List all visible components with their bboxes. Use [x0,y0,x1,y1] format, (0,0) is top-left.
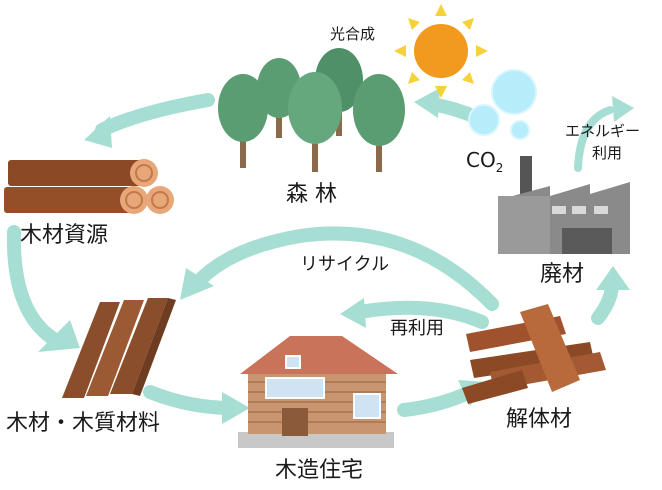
arrowhead-energy [612,96,634,122]
demolition-wood-label: 解体材 [506,407,573,432]
arrow-energy [574,106,614,172]
arrow-recycle [191,226,499,311]
energy-label-line1: エネルギー [565,122,641,140]
co2-subscript: 2 [495,161,504,175]
arrowhead-reuse [340,298,366,328]
sun-icon [394,4,488,98]
arrowhead-house [222,392,250,424]
arrowhead-timber [84,116,112,148]
co2-label: CO2 [466,148,503,174]
timber-resource-label: 木材資源 [20,223,109,248]
arrow-lumber-to-house [143,385,239,415]
arrowhead-waste [596,266,630,290]
wooden-house-icon [238,336,398,448]
arrowhead-lumber [38,320,80,352]
co2-bubbles-icon [468,69,537,140]
recycle-label: リサイクル [300,254,390,275]
forest-icon [218,48,405,172]
arrow-timber-to-lumber [6,225,59,345]
wooden-house-label: 木造住宅 [275,458,364,483]
lumber-label: 木材・木質材料 [6,411,161,436]
co2-main-text: CO [466,148,496,172]
lumber-planks-icon [62,298,176,398]
timber-logs-icon [4,159,174,214]
waste-wood-label: 廃材 [540,262,585,287]
arrow-house-to-demolition [397,385,477,417]
energy-label-line2: 利用 [592,144,623,162]
forest-label: 森 林 [286,182,337,207]
arrow-reuse [353,300,489,329]
arrow-forest-to-timber [95,93,215,137]
arrowhead-recycle [180,268,214,300]
demolition-wood-icon [462,304,606,404]
arrowhead-forest [414,88,440,118]
reuse-label: 再利用 [390,318,444,339]
factory-icon [498,156,630,254]
photosynthesis-label: 光合成 [330,25,376,43]
